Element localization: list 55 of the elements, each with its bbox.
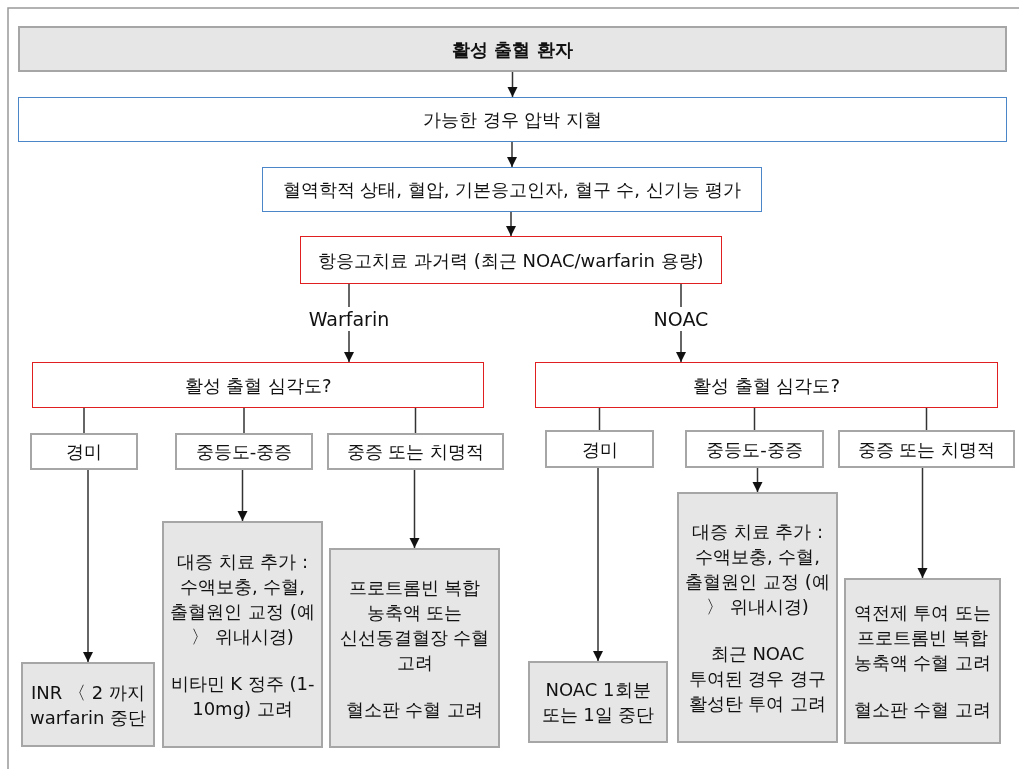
arrow — [917, 467, 928, 579]
step-text: 가능한 경우 압박 지혈 — [422, 108, 603, 132]
category-box — [545, 430, 654, 468]
step-text: NOAC 1회분 또는 1일 중단 — [540, 678, 656, 727]
step-text: 경미 — [66, 440, 102, 464]
step-text: 활성 출혈 심각도? — [184, 373, 332, 398]
step-text: 대증 치료 추가 : 수액보충, 수혈, 출혈원인 교정 (예 〉 위내시경) — [170, 549, 315, 649]
step-text: 활성 출혈 심각도? — [693, 373, 840, 398]
step-text: 중등도-중증 — [195, 440, 293, 464]
arrow — [592, 467, 604, 662]
connector-line — [83, 407, 85, 434]
category-box — [838, 430, 1015, 468]
question-box — [32, 362, 484, 408]
arrow — [409, 469, 420, 549]
step-text: 혈소판 수혈 고려 — [345, 697, 484, 722]
connector-line — [753, 407, 756, 431]
question-box — [535, 362, 998, 408]
process-box — [300, 236, 722, 284]
connector-line — [414, 407, 417, 434]
connector-line — [925, 407, 928, 431]
category-box — [30, 433, 138, 470]
step-text: 경미 — [581, 437, 618, 462]
action-box — [677, 492, 838, 743]
step-text: INR 〈 2 까지 warfarin 중단 — [29, 680, 147, 730]
step-text: 비타민 K 정주 (1-10mg) 고려 — [170, 671, 315, 721]
process-box — [18, 97, 1007, 142]
connector-line — [598, 407, 601, 431]
action-box — [329, 548, 500, 748]
arrow — [506, 141, 518, 168]
process-box — [18, 26, 1007, 72]
step-text: 최근 NOAC 투여된 경우 경구 활성탄 투여 고려 — [687, 642, 828, 716]
step-text: 중등도-중증 — [706, 437, 803, 462]
arrow — [237, 469, 248, 522]
step-text: 항응고치료 과거력 (최근 NOAC/warfarin 용량) — [318, 248, 704, 273]
step-text: 혈소판 수혈 고려 — [853, 698, 992, 722]
action-box — [21, 662, 155, 747]
action-box — [844, 578, 1001, 744]
connector-line — [243, 407, 245, 434]
step-text: 혈역학적 상태, 혈압, 기본응고인자, 혈구 수, 신기능 평가 — [282, 178, 742, 202]
heading-text: 활성 출혈 환자 — [452, 37, 573, 62]
action-box — [162, 521, 323, 748]
step-text: 중증 또는 치명적 — [346, 440, 485, 464]
action-box — [528, 661, 668, 743]
category-box — [327, 433, 504, 470]
step-text: 역전제 투여 또는 프로트롬빈 복합 농축액 수혈 고려 — [852, 601, 993, 675]
category-box — [685, 430, 824, 468]
category-box — [175, 433, 313, 470]
step-text: 중증 또는 치명적 — [857, 437, 996, 462]
arrow — [505, 211, 517, 237]
process-box — [262, 167, 762, 212]
step-text: 대증 치료 추가 : 수액보충, 수혈, 출혈원인 교정 (예 〉 위내시경) — [685, 520, 830, 619]
arrow — [752, 467, 763, 493]
arrow — [82, 469, 94, 663]
arrow — [507, 71, 518, 98]
step-text: 프로트롬빈 복합 농축액 또는 신선동결혈장 수혈 고려 — [339, 575, 490, 675]
